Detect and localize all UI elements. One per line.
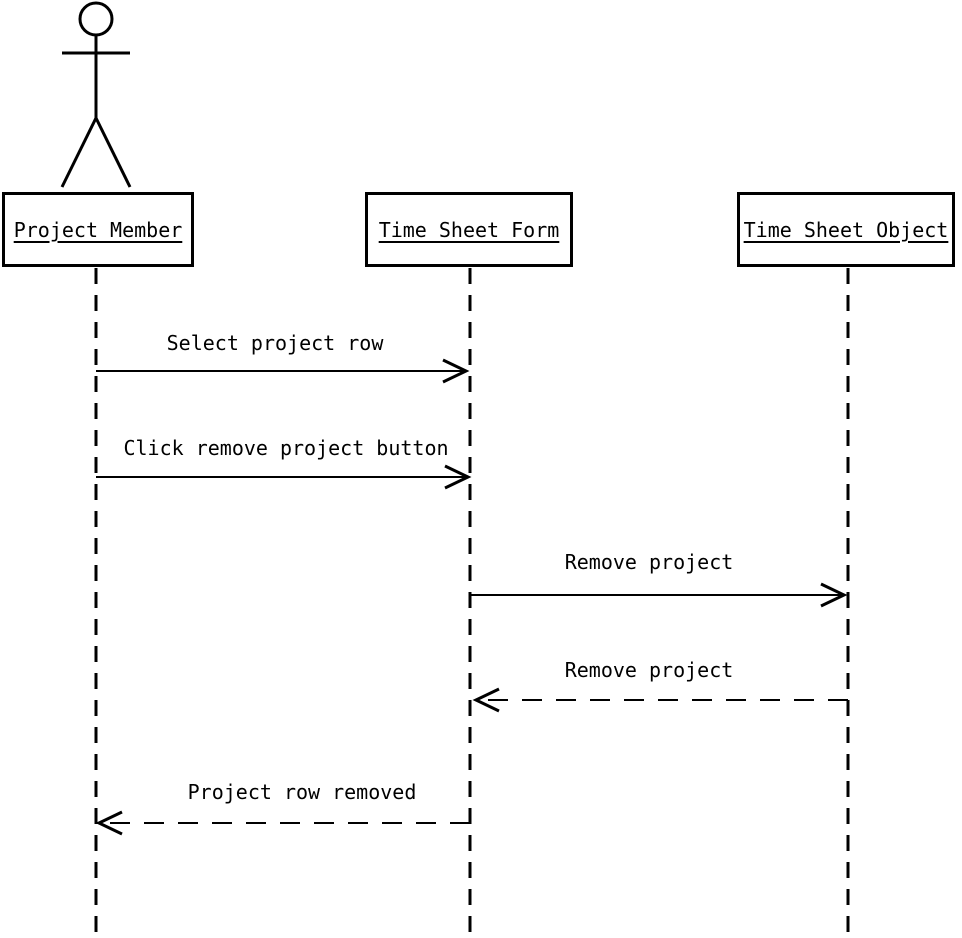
object-label-time-sheet-object: Time Sheet Object xyxy=(743,217,949,242)
object-box-time-sheet-object: Time Sheet Object xyxy=(737,192,955,267)
actor-head xyxy=(78,1,114,37)
arrowhead-right-icon xyxy=(820,582,848,608)
object-label-time-sheet-form: Time Sheet Form xyxy=(378,217,560,242)
arrowhead-left-icon xyxy=(472,687,500,713)
message-arrow-project-row-removed xyxy=(95,810,470,836)
actor-leg-left xyxy=(60,117,98,188)
object-label-project-member: Project Member xyxy=(13,217,183,242)
actor-leg-right xyxy=(94,117,132,188)
actor-icon xyxy=(60,1,132,188)
message-label-select-project-row: Select project row xyxy=(166,331,384,355)
object-box-time-sheet-form: Time Sheet Form xyxy=(365,192,573,267)
message-label-click-remove-project-button: Click remove project button xyxy=(123,436,449,460)
message-label-project-row-removed: Project row removed xyxy=(187,780,417,804)
object-box-project-member: Project Member xyxy=(2,192,194,267)
message-label-remove-project-return: Remove project xyxy=(564,658,734,682)
message-arrow-remove-project-call xyxy=(470,582,848,608)
message-arrow-click-remove-project-button xyxy=(96,464,472,490)
message-arrow-remove-project-return xyxy=(472,687,848,713)
arrowhead-left-icon xyxy=(95,810,123,836)
arrowhead-right-icon xyxy=(444,464,472,490)
arrowhead-right-icon xyxy=(442,358,470,384)
message-arrow-select-project-row xyxy=(96,358,470,384)
message-label-remove-project-call: Remove project xyxy=(564,550,734,574)
